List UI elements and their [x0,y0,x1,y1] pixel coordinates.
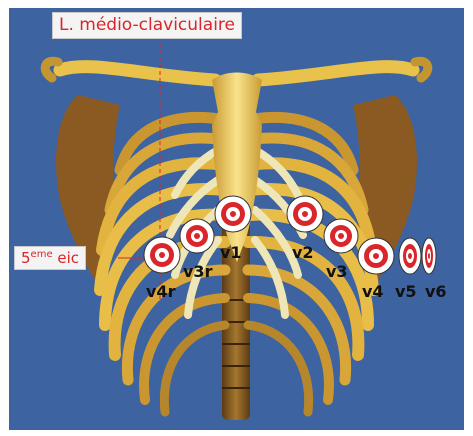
lead-label-v3: v3 [326,264,348,280]
electrode-v4 [358,238,394,274]
lead-label-v3r: v3r [183,264,212,280]
intercostal-superscript: eme [31,249,53,260]
electrode-v2 [287,196,323,232]
electrode-v5 [399,238,421,274]
lead-label-v5: v5 [395,284,417,300]
lead-label-v6: v6 [425,284,447,300]
electrode-v6 [422,238,436,274]
intercostal-word: eic [57,249,79,267]
midclavicular-line-label: L. médio-claviculaire [52,12,242,39]
lead-label-v1: v1 [220,245,242,261]
lead-label-v4: v4 [362,284,384,300]
intercostal-number: 5 [21,249,31,267]
lead-label-v2: v2 [292,245,314,261]
electrode-v3 [324,219,358,253]
lead-label-v4r: v4r [146,284,175,300]
electrode-v1 [215,196,251,232]
electrode-v3r [180,219,214,253]
electrode-v4r [144,237,180,273]
fifth-intercostal-space-label: 5eme eic [14,246,86,270]
